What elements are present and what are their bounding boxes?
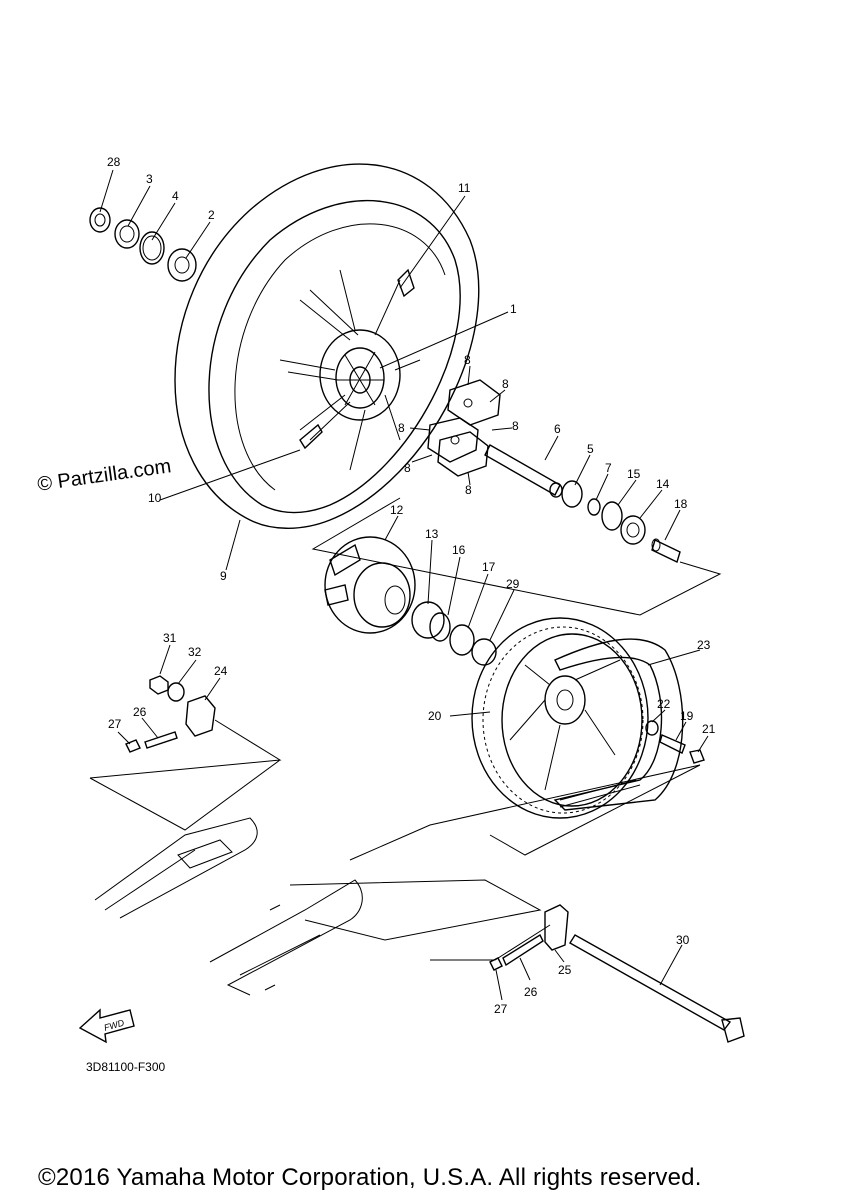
callout-8: 8 xyxy=(404,461,411,475)
callout-8: 8 xyxy=(465,483,472,497)
callout-8: 8 xyxy=(398,421,405,435)
leader-lines xyxy=(99,169,709,1001)
callout-28: 28 xyxy=(107,155,121,169)
callout-21: 21 xyxy=(702,722,716,736)
fwd-text: FWD xyxy=(103,1018,126,1033)
callout-29: 29 xyxy=(506,577,520,591)
adjuster-left xyxy=(125,675,216,753)
copyright-notice: ©2016 Yamaha Motor Corporation, U.S.A. A… xyxy=(38,1164,702,1191)
callout-24: 24 xyxy=(214,664,228,678)
callout-27: 27 xyxy=(108,717,122,731)
callout-18: 18 xyxy=(674,497,688,511)
guide-line-hub xyxy=(311,497,722,616)
callout-12: 12 xyxy=(390,503,404,517)
rear-wheel-tire xyxy=(174,163,480,529)
axle-assembly xyxy=(489,904,745,1043)
callout-6: 6 xyxy=(554,422,561,436)
callout-13: 13 xyxy=(425,527,439,541)
left-bearing-stack xyxy=(89,207,197,282)
guide-line-pulley xyxy=(349,764,701,861)
callout-10: 10 xyxy=(148,491,162,505)
callout-1: 1 xyxy=(510,302,517,316)
callout-3: 3 xyxy=(146,172,153,186)
fwd-arrow-icon: FWD xyxy=(78,1008,135,1044)
bolt-set-right xyxy=(645,720,705,764)
callout-17: 17 xyxy=(482,560,496,574)
callout-15: 15 xyxy=(627,467,641,481)
callout-31: 31 xyxy=(163,631,177,645)
callout-2: 2 xyxy=(208,208,215,222)
axle-collars-right xyxy=(484,444,681,563)
callout-11: 11 xyxy=(458,181,471,195)
callout-labels: 28 3 4 2 11 1 8 8 8 8 8 8 6 5 7 15 14 18… xyxy=(107,155,716,1016)
callout-26: 26 xyxy=(524,985,538,999)
callout-5: 5 xyxy=(587,442,594,456)
callout-8: 8 xyxy=(502,377,509,391)
callout-4: 4 xyxy=(172,189,179,203)
callout-8: 8 xyxy=(464,353,471,367)
callout-30: 30 xyxy=(676,933,690,947)
swingarm xyxy=(94,817,363,996)
callout-25: 25 xyxy=(558,963,572,977)
callout-14: 14 xyxy=(656,477,670,491)
damper-set xyxy=(427,379,501,477)
callout-26: 26 xyxy=(133,705,147,719)
callout-27: 27 xyxy=(494,1002,508,1016)
guide-line-sprocket xyxy=(89,719,282,831)
figure-code: 3D81100-F300 xyxy=(86,1060,166,1074)
callout-9: 9 xyxy=(220,569,227,583)
callout-22: 22 xyxy=(657,697,671,711)
callout-32: 32 xyxy=(188,645,202,659)
callout-7: 7 xyxy=(605,461,612,475)
callout-23: 23 xyxy=(697,638,711,652)
rear-pulley xyxy=(471,617,684,819)
guide-line-axle xyxy=(289,879,551,961)
callout-8: 8 xyxy=(512,419,519,433)
callout-16: 16 xyxy=(452,543,466,557)
callout-19: 19 xyxy=(680,709,694,723)
callout-20: 20 xyxy=(428,709,442,723)
